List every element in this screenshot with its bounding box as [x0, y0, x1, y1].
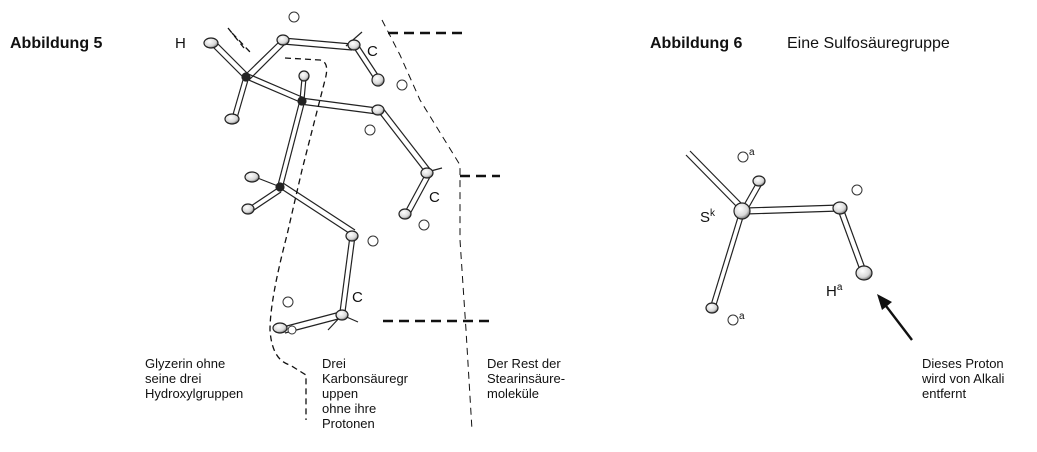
atom-label-sulfur: Sk: [700, 208, 715, 226]
bond: [376, 106, 431, 173]
caption-line: Karbonsäuregr: [322, 371, 408, 386]
caption-line: seine drei: [145, 371, 202, 386]
atom-label-o-bottom-sup: a: [739, 311, 745, 329]
open-atom: [727, 314, 739, 326]
caption-line: Stearinsäure-: [487, 371, 566, 386]
glycerin-boundary-top: [227, 27, 245, 49]
caption-line: entfernt: [922, 386, 967, 401]
bond: [837, 207, 866, 271]
atom-label-h: H: [175, 35, 186, 52]
atom-central: [241, 72, 251, 82]
open-atom: [364, 124, 376, 136]
caption-line: ohne ihre: [322, 401, 377, 416]
atom-ring: [335, 309, 349, 321]
atom-ring: [371, 73, 385, 87]
atom-ring: [203, 37, 219, 49]
atom-ring: [371, 104, 385, 116]
atom-ring: [272, 322, 288, 334]
h-superscript: a: [836, 282, 843, 293]
oxygen-atom: [832, 201, 848, 215]
figure6-subtitle: Eine Sulfosäuregruppe: [787, 35, 950, 52]
h-symbol: H: [826, 283, 837, 300]
caption-line: Glyzerin ohne: [145, 356, 226, 371]
o-bottom-superscript: a: [739, 311, 745, 322]
figure5-bonds: [210, 31, 443, 334]
figure5-title: Abbildung 5: [10, 35, 103, 52]
oxygen-atom: [705, 302, 719, 314]
caption-line: Drei: [322, 356, 346, 371]
bond: [279, 182, 356, 236]
bond: [685, 150, 745, 211]
atom-label-c-bottom: C: [352, 289, 363, 306]
stearin-boundary: [381, 19, 473, 431]
figure6-atoms: [705, 175, 873, 314]
caption-line: moleküle: [487, 386, 540, 401]
sulfur-atom: [733, 202, 751, 220]
arrow-icon: [877, 294, 913, 341]
bond: [243, 39, 286, 81]
caption-line: uppen: [322, 386, 359, 401]
bond: [231, 79, 249, 119]
figure5-open-circles: [282, 11, 430, 335]
figure5-boundaries: [227, 19, 500, 431]
bond: [710, 213, 745, 306]
sulfur-superscript: k: [710, 208, 716, 219]
sulfur-symbol: S: [700, 209, 711, 226]
open-atom: [288, 11, 300, 23]
atom-ring: [298, 70, 310, 82]
caption-stearin: Der Rest der Stearinsäure- moleküle: [487, 356, 565, 401]
bond: [339, 235, 356, 313]
bond: [282, 37, 353, 51]
bond: [243, 72, 303, 103]
caption-proton: Dieses Proton wird von Alkali entfernt: [922, 356, 1004, 401]
atom-ring: [345, 230, 359, 242]
caption-line: Hydroxylgruppen: [145, 386, 244, 401]
open-atom: [287, 325, 297, 335]
o-top-superscript: a: [749, 147, 755, 158]
atom-central: [275, 182, 285, 192]
caption-line: Protonen: [322, 416, 375, 431]
atom-ring: [224, 113, 240, 125]
bond: [404, 174, 431, 215]
open-atom: [396, 79, 408, 91]
oxygen-atom: [752, 175, 766, 187]
atom-ring: [347, 39, 361, 51]
atom-label-c-mid: C: [429, 189, 440, 206]
hydrogen-atom: [855, 265, 873, 281]
bond: [744, 204, 841, 215]
bond: [247, 187, 282, 213]
atom-label-h-acid: Ha: [826, 282, 842, 300]
bond: [351, 42, 381, 81]
caption-carboxyl: Drei Karbonsäuregr uppen ohne ihre Proto…: [322, 356, 408, 431]
atom-label-o-top-sup: a: [749, 147, 755, 165]
atom-ring: [276, 34, 290, 46]
caption-line: Dieses Proton: [922, 356, 1004, 371]
caption-line: Der Rest der: [487, 356, 561, 371]
open-atom: [851, 184, 863, 196]
atom-central: [297, 96, 307, 106]
atom-ring: [398, 208, 412, 220]
caption-glycerin: Glyzerin ohne seine drei Hydroxylgruppen: [145, 356, 243, 401]
bond: [210, 40, 249, 79]
bond: [299, 97, 378, 115]
atom-ring: [241, 203, 255, 215]
figure6-open-circles: [727, 151, 863, 326]
bond: [299, 77, 307, 101]
figure6-title: Abbildung 6: [650, 35, 743, 52]
open-atom: [737, 151, 749, 163]
bond: [277, 103, 305, 186]
atom-label-c-top: C: [367, 43, 378, 60]
caption-line: wird von Alkali: [922, 371, 1005, 386]
open-atom: [282, 296, 294, 308]
open-atom: [418, 219, 430, 231]
figure5-atoms: [203, 34, 434, 334]
atom-ring: [420, 167, 434, 179]
atom-ring: [244, 171, 260, 183]
open-atom: [367, 235, 379, 247]
glycerin-boundary: [231, 32, 328, 420]
